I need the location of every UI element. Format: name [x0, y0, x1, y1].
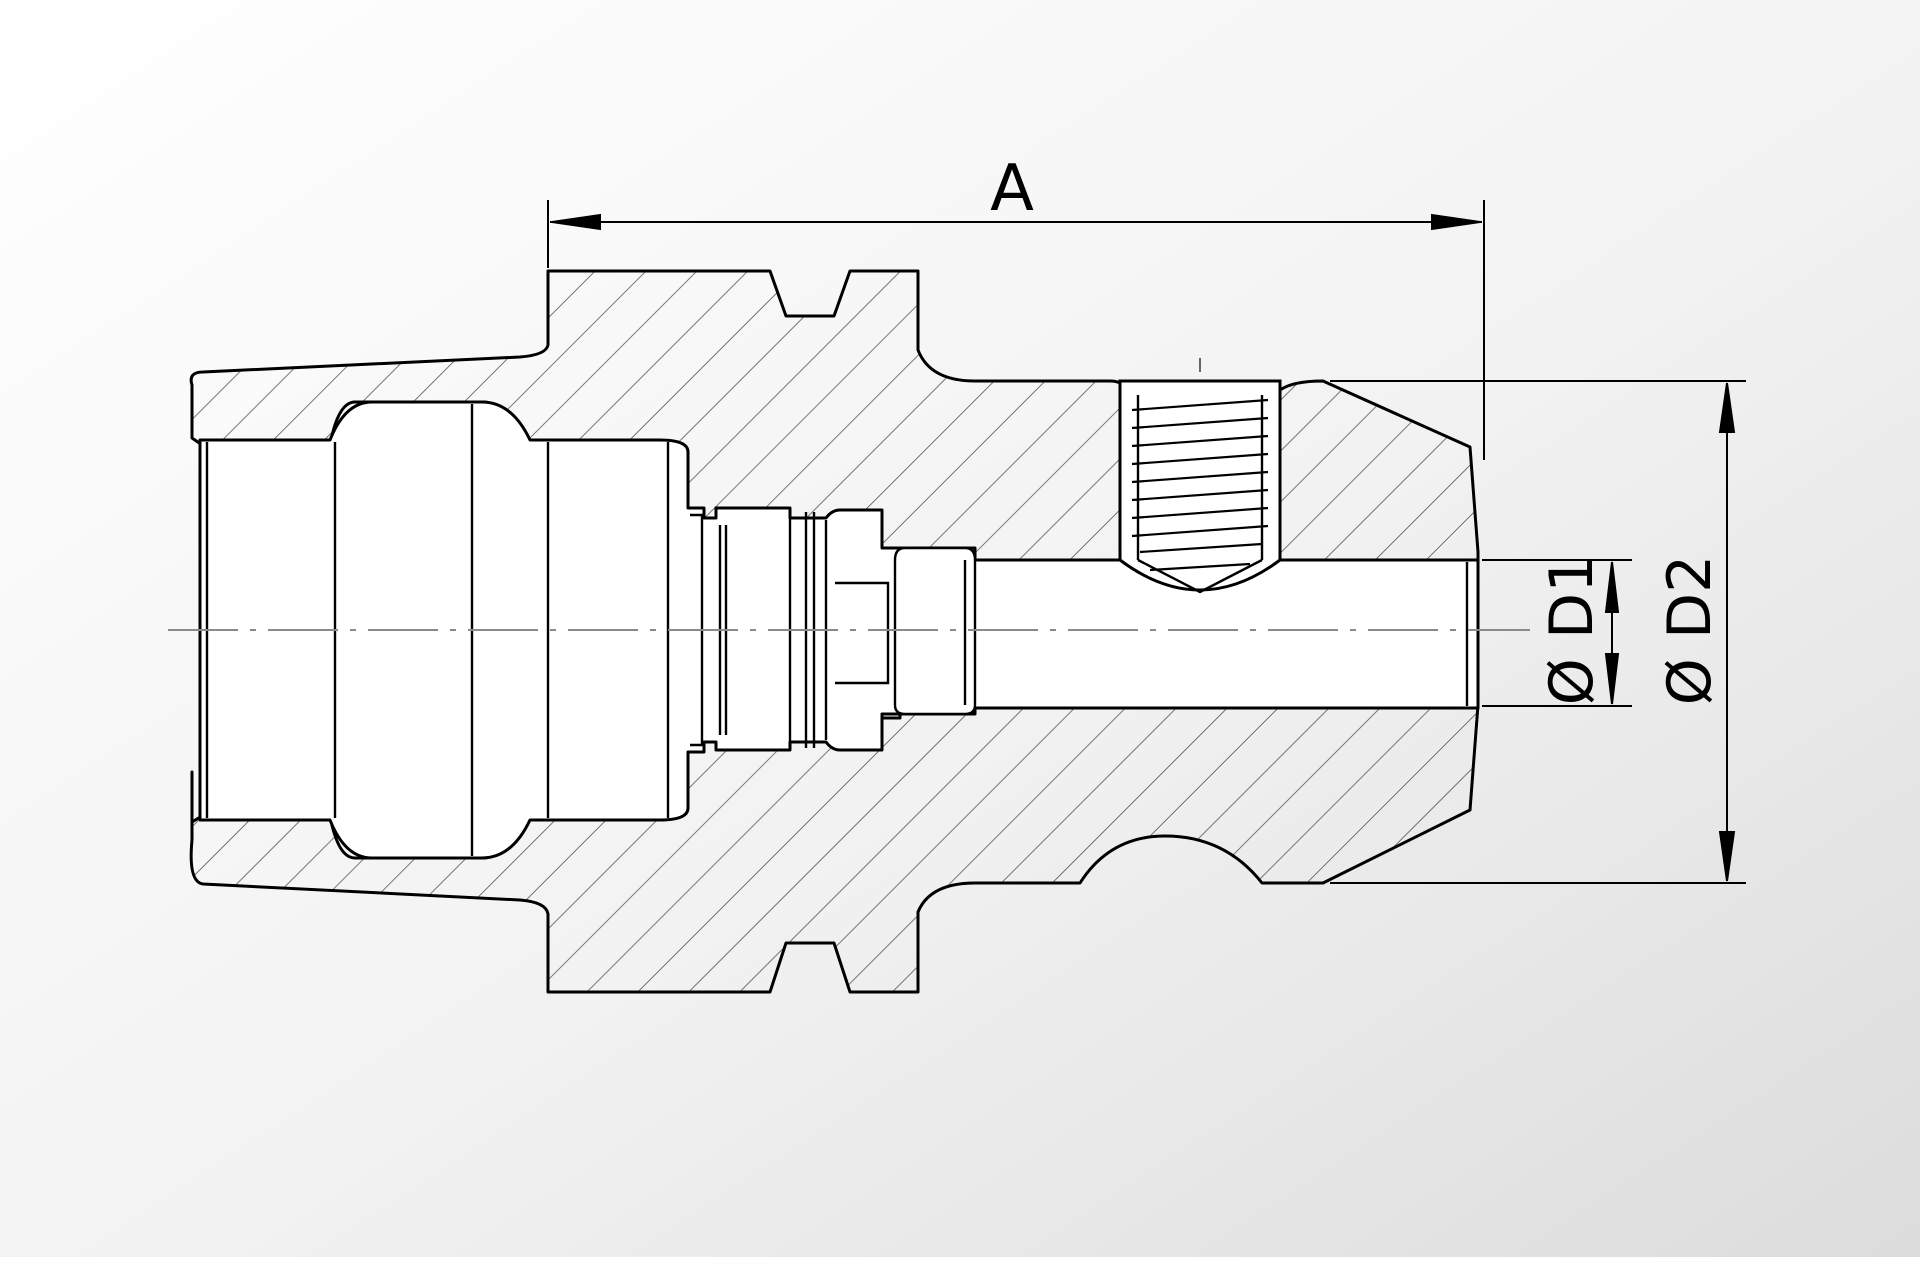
dimension-a	[547, 200, 1485, 460]
dimension-d2-label: Ø D2	[1655, 555, 1725, 706]
inner-bore	[198, 400, 1480, 860]
dimension-d1	[1482, 559, 1632, 707]
dimension-a-label: A	[990, 152, 1034, 226]
thread-lines	[1131, 398, 1269, 572]
dimension-d2	[1330, 380, 1746, 884]
dimension-d1-label: Ø D1	[1537, 555, 1607, 706]
threaded-hole	[1118, 358, 1282, 594]
